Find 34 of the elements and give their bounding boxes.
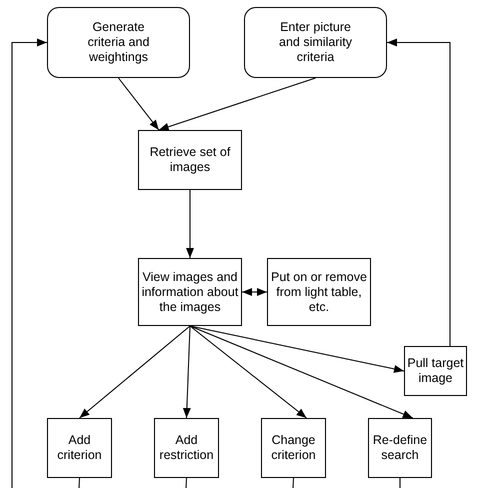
arrow <box>386 38 450 346</box>
node-label: Change criterion <box>270 433 317 463</box>
connector-line <box>292 478 294 488</box>
process-box <box>47 418 112 478</box>
connector-line <box>186 478 187 488</box>
arrow <box>79 326 190 418</box>
process-box <box>261 418 326 478</box>
process-box <box>138 258 242 326</box>
arrow <box>186 190 194 258</box>
node-label: Put on or remove from light table, etc. <box>270 270 368 314</box>
node-label: Add criterion <box>56 433 103 463</box>
node-label: Retrieve set of images <box>148 145 232 175</box>
node-label: Pull target image <box>407 356 464 386</box>
arrow <box>12 38 48 488</box>
arrow <box>158 78 316 131</box>
arrow <box>190 326 404 373</box>
connector-line <box>78 478 80 488</box>
node-label: Add restriction <box>158 433 215 463</box>
node-label: Generate criteria and weightings <box>86 20 150 65</box>
start-box <box>244 7 387 78</box>
arrow <box>182 326 191 418</box>
node-label: Re-define search <box>372 433 428 463</box>
process-box <box>154 418 219 478</box>
process-box <box>267 258 371 326</box>
arrow <box>190 326 307 418</box>
process-box <box>138 130 242 190</box>
node-label: View images and information about the images <box>141 270 239 314</box>
process-box <box>404 346 467 396</box>
node-label: Enter picture and similarity criteria <box>278 20 353 65</box>
arrow <box>242 288 268 296</box>
start-box <box>47 7 190 78</box>
arrow <box>118 78 160 130</box>
arrow <box>190 326 414 418</box>
process-box <box>368 418 432 478</box>
